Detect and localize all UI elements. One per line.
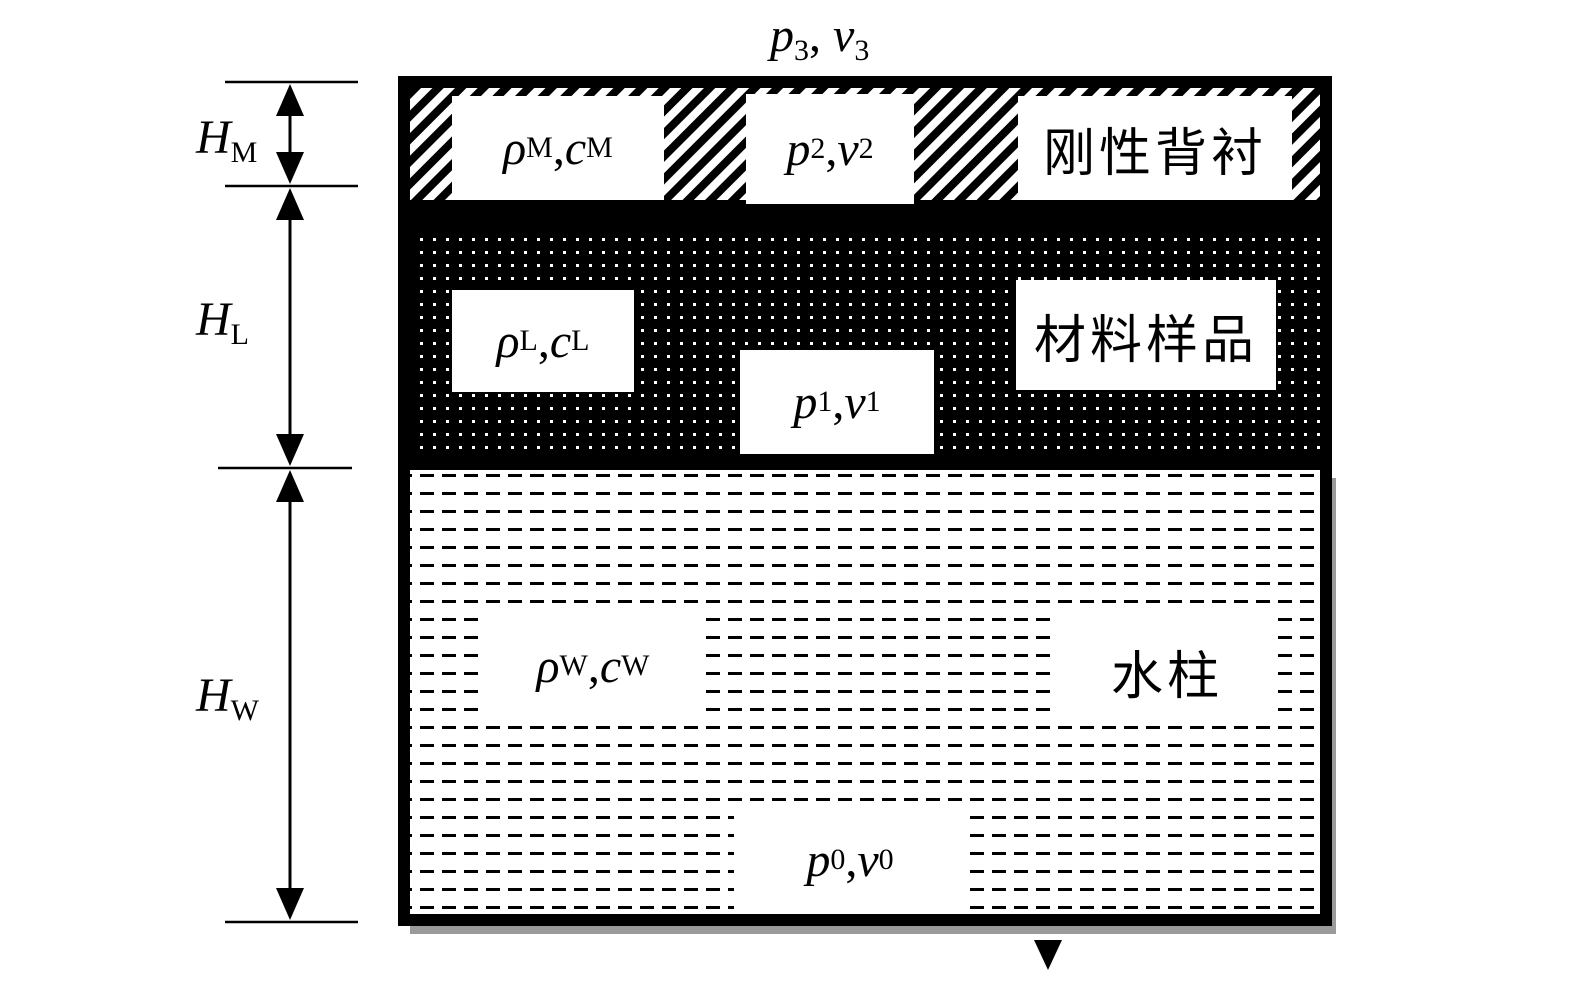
dimension-label-hw: HW	[196, 669, 259, 727]
dimension-arrow-hl	[276, 188, 304, 466]
sample-name-label: 材料样品	[1016, 280, 1276, 390]
water-name-label: 水柱	[1056, 616, 1278, 726]
incident-arrow-icon	[1034, 940, 1062, 970]
dimension-arrow-hm	[276, 84, 304, 184]
dimension-ticks	[218, 80, 358, 924]
dimension-label-hm: HM	[196, 111, 258, 169]
dimension-arrow-hw	[276, 470, 304, 920]
dimension-label-hl: HL	[196, 293, 249, 351]
backing-name-label: 刚性背衬	[1018, 96, 1292, 200]
top-state-label: p3, v3	[770, 9, 870, 67]
